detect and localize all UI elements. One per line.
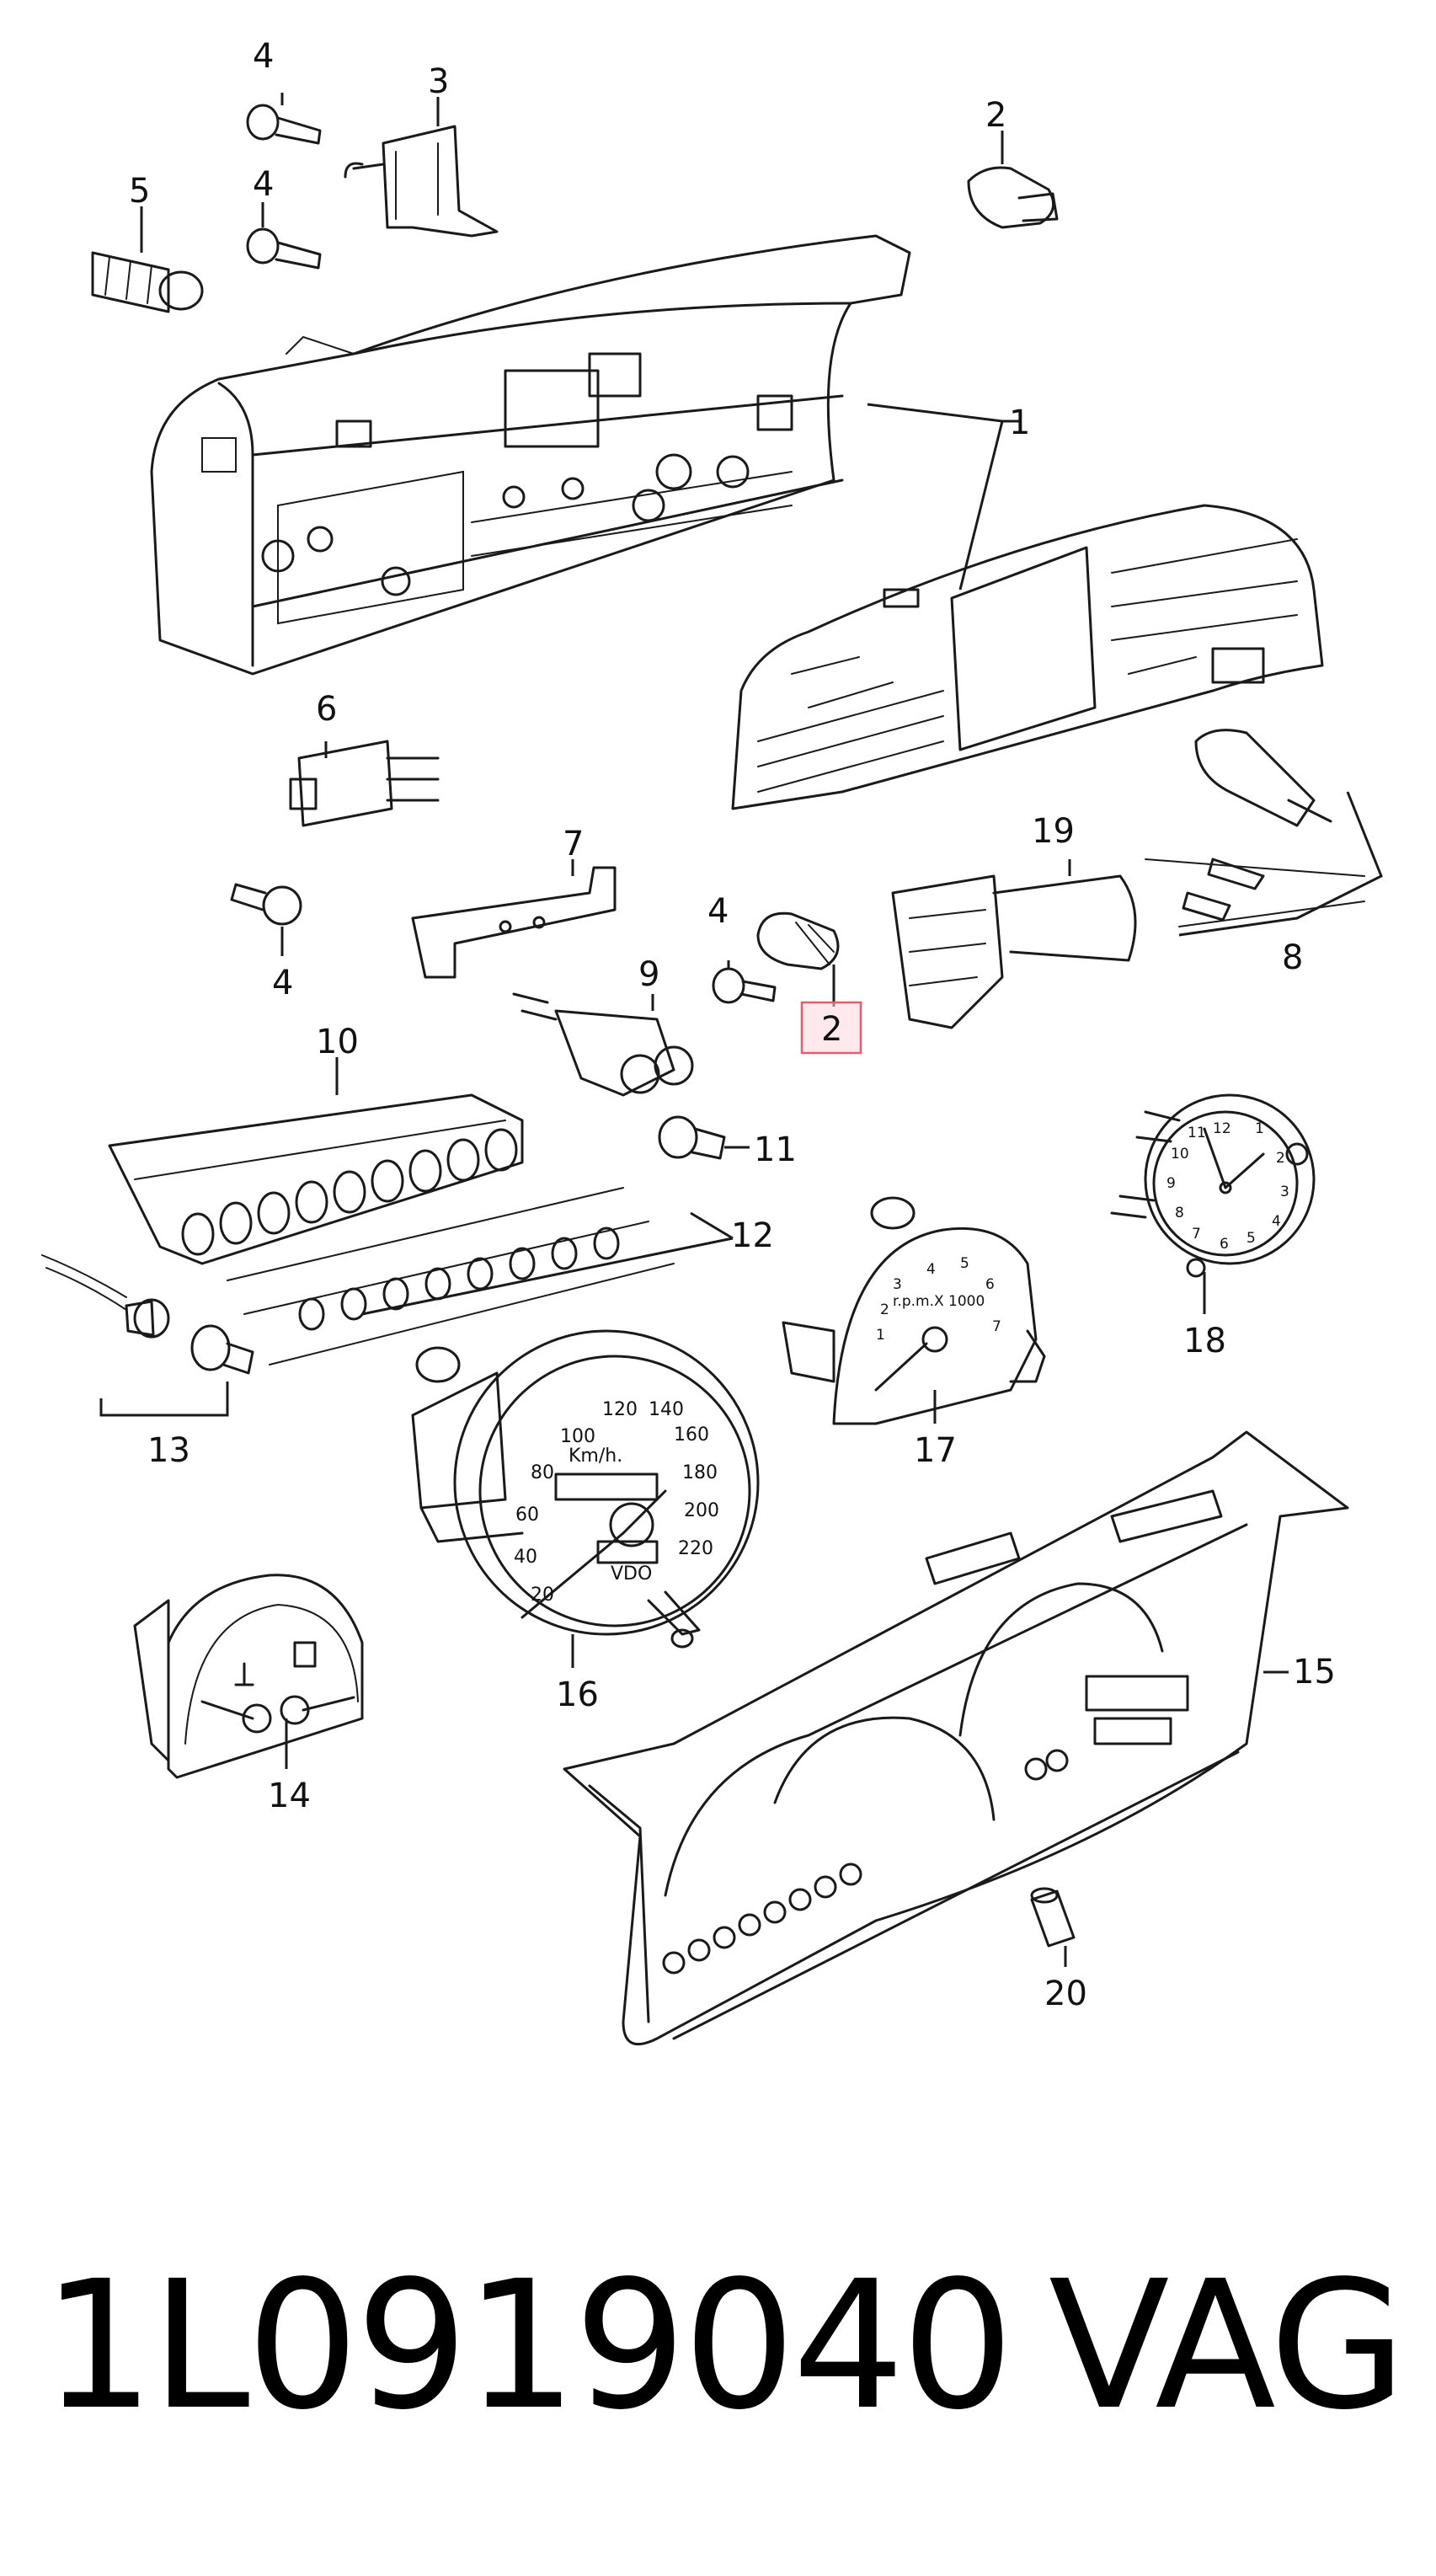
clock-tick: 3 <box>1280 1184 1289 1200</box>
clock-tick: 9 <box>1166 1175 1176 1192</box>
bracket-7 <box>411 866 617 979</box>
speedometer-16: 20 40 60 80 100 120 140 160 180 200 220 … <box>411 1329 760 1649</box>
callout-7: 7 <box>563 825 584 863</box>
rpm-tick: 7 <box>992 1318 1001 1335</box>
callout-2-top: 2 <box>985 96 1006 135</box>
clock-tick: 11 <box>1188 1125 1206 1141</box>
callout-8: 8 <box>1282 938 1303 977</box>
speed-tick: 40 <box>514 1547 537 1568</box>
screw-top-b <box>246 227 322 270</box>
callout-5: 5 <box>129 172 150 211</box>
callout-18: 18 <box>1183 1322 1226 1360</box>
lamp-wire-13 <box>41 1254 254 1417</box>
clock-tick: 5 <box>1246 1230 1256 1247</box>
rpm-tick: 3 <box>893 1276 902 1293</box>
switch-assembly-19 <box>891 874 1137 1029</box>
bulb-holder-top <box>967 166 1059 229</box>
clock-tick: 10 <box>1171 1146 1189 1162</box>
instrument-housing <box>150 234 911 676</box>
speed-tick: 60 <box>515 1504 539 1526</box>
callout-20: 20 <box>1044 1975 1087 2013</box>
instrument-panel-housing-15 <box>563 1430 1349 2046</box>
clock-18: 12 1 2 3 4 5 6 7 8 9 10 11 <box>1110 1093 1316 1278</box>
bulb-20 <box>1030 1887 1076 1948</box>
callout-19: 19 <box>1032 812 1075 851</box>
relay-connector-6 <box>289 740 440 827</box>
speedometer-brand: VDO <box>611 1563 652 1585</box>
clock-tick: 7 <box>1192 1226 1201 1243</box>
clock-tick: 12 <box>1213 1120 1231 1137</box>
warning-lamp-row <box>662 1863 862 1975</box>
speed-tick: 140 <box>649 1399 684 1420</box>
callout-9: 9 <box>638 955 659 994</box>
printed-circuit-board <box>731 504 1324 810</box>
illumination-bulbs-8 <box>1145 729 1383 937</box>
rpm-tick: 1 <box>876 1327 885 1344</box>
highlight-box <box>800 1001 862 1055</box>
callout-3: 3 <box>428 62 449 101</box>
bulb-rail-10 <box>108 1093 524 1265</box>
speed-tick: 120 <box>602 1399 638 1420</box>
screw-center <box>712 967 777 1004</box>
rpm-tick: 4 <box>926 1261 936 1278</box>
callout-1: 1 <box>1009 404 1030 442</box>
callout-11: 11 <box>754 1130 797 1169</box>
speed-tick: 100 <box>560 1426 595 1447</box>
clock-tick: 2 <box>1276 1150 1285 1167</box>
connector-3 <box>344 125 499 238</box>
clock-tick: 4 <box>1272 1213 1281 1230</box>
clock-tick: 1 <box>1255 1120 1264 1137</box>
callout-4-d: 4 <box>707 892 729 931</box>
callout-2-mid: 2 <box>821 1010 842 1049</box>
callouts: 1 2 3 4 4 4 4 5 6 7 8 9 10 11 12 13 14 1… <box>129 37 1336 2013</box>
callout-13: 13 <box>147 1431 190 1470</box>
speed-tick: 180 <box>682 1462 718 1483</box>
part-number: 1L0919040 <box>42 2242 1014 2449</box>
speed-tick: 220 <box>678 1538 713 1559</box>
screw-top-a <box>246 104 322 145</box>
bulb-11 <box>658 1115 726 1160</box>
speed-tick: 80 <box>531 1462 554 1483</box>
callout-14: 14 <box>268 1777 311 1815</box>
callout-4-c: 4 <box>272 964 293 1002</box>
callout-4-a: 4 <box>253 37 274 76</box>
speed-tick: 160 <box>674 1424 709 1446</box>
tachometer-17: 1 2 3 4 5 6 7 r.p.m.X 1000 <box>782 1196 1046 1425</box>
rpm-tick: 5 <box>960 1255 969 1272</box>
clock-tick: 6 <box>1220 1236 1229 1253</box>
callout-17: 17 <box>914 1431 957 1470</box>
tachometer-ticks: 1 2 3 4 5 6 7 <box>876 1255 1001 1344</box>
clock-tick: 8 <box>1175 1205 1184 1221</box>
callout-4-b: 4 <box>253 165 274 204</box>
brand-name: VAG <box>1049 2242 1407 2449</box>
callout-12: 12 <box>731 1216 774 1255</box>
fuel-temperature-gauge-14 <box>133 1574 364 1779</box>
clock-ticks: 12 1 2 3 4 5 6 7 8 9 10 11 <box>1166 1120 1289 1253</box>
speedometer-ticks: 20 40 60 80 100 120 140 160 180 200 220 <box>514 1399 719 1606</box>
bulb-set-12 <box>227 1187 675 1365</box>
rpm-tick: 2 <box>880 1301 889 1318</box>
tachometer-unit: r.p.m.X 1000 <box>893 1293 985 1310</box>
drive-gear <box>91 251 204 313</box>
callout-15: 15 <box>1293 1653 1336 1692</box>
screw-mid-left <box>230 883 302 926</box>
double-socket-9 <box>512 992 694 1097</box>
callout-16: 16 <box>556 1675 599 1714</box>
speedometer-unit: Km/h. <box>569 1446 622 1467</box>
callout-6: 6 <box>316 690 337 729</box>
speed-tick: 20 <box>531 1585 554 1606</box>
speed-tick: 200 <box>684 1500 719 1521</box>
callout-10: 10 <box>316 1023 359 1061</box>
bulb-holder-mid <box>756 911 840 970</box>
bulb-rail-sockets <box>181 1128 518 1256</box>
rpm-tick: 6 <box>985 1276 995 1293</box>
leader-lines <box>140 93 1289 1967</box>
